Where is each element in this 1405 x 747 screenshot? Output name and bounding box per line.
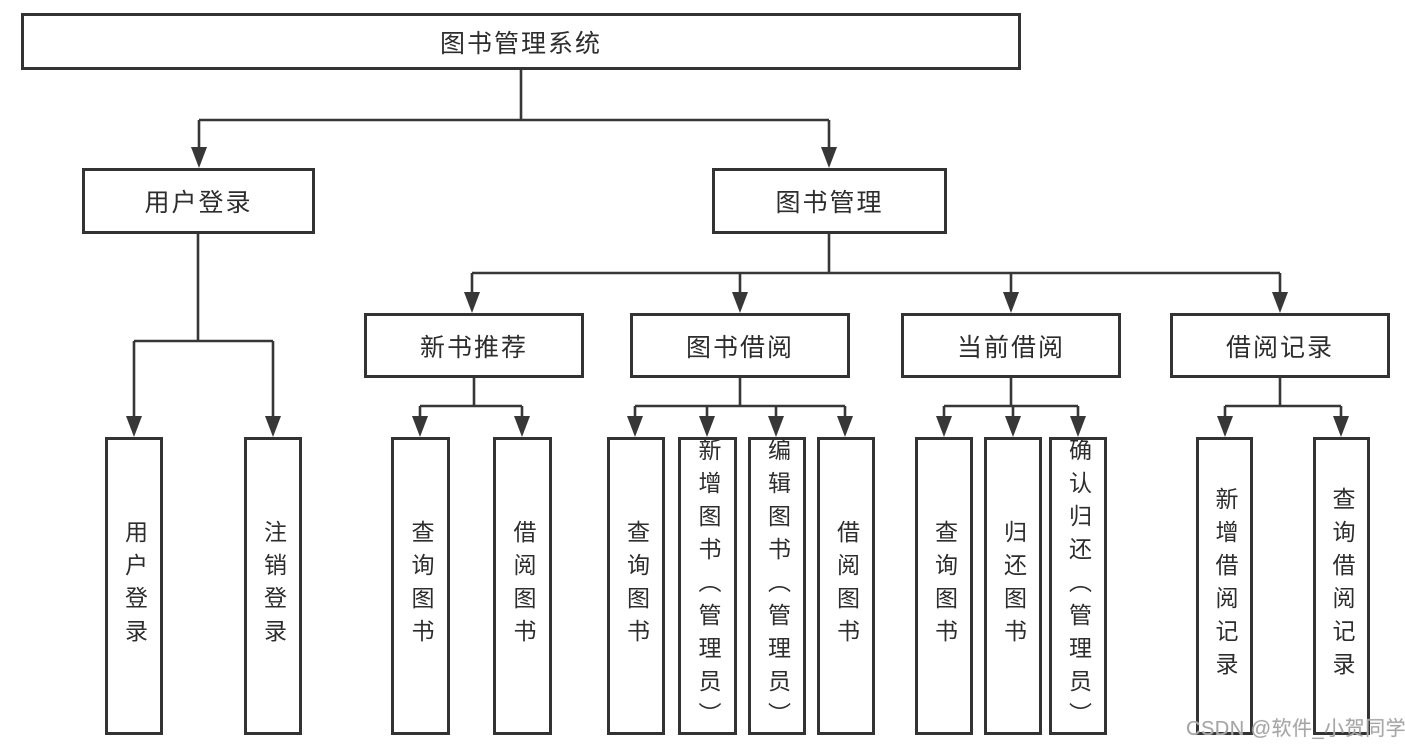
node-leaf-confirm-return: 确认归还（管理员） xyxy=(1049,437,1107,735)
node-leaf-borrow-books-rec-label: 借阅图书 xyxy=(510,520,536,652)
node-leaf-edit-book-admin: 编辑图书（管理员） xyxy=(748,437,806,735)
node-leaf-user-login-label: 用户登录 xyxy=(121,520,148,652)
arrow-down-icon xyxy=(1070,416,1086,437)
connector-from-book-borrowing xyxy=(627,378,853,437)
arrow-down-icon xyxy=(1333,416,1349,437)
node-book-borrowing-label: 图书借阅 xyxy=(685,333,794,362)
node-leaf-query-books-bor-label: 查询图书 xyxy=(623,520,650,652)
arrow-down-icon xyxy=(1217,416,1233,437)
node-leaf-query-books-rec: 查询图书 xyxy=(391,437,450,735)
arrow-down-icon xyxy=(191,147,207,168)
arrow-down-icon xyxy=(821,147,837,168)
node-leaf-add-borrow-rec: 新增借阅记录 xyxy=(1196,437,1253,735)
node-leaf-query-borrow-rec: 查询借阅记录 xyxy=(1313,437,1370,735)
arrow-down-icon xyxy=(412,416,428,437)
node-leaf-borrow-books-bor-label: 借阅图书 xyxy=(833,520,860,652)
arrow-down-icon xyxy=(464,292,480,313)
node-leaf-borrow-books-bor: 借阅图书 xyxy=(817,437,875,735)
node-leaf-query-books-cur: 查询图书 xyxy=(915,437,973,735)
node-leaf-query-borrow-rec-label: 查询借阅记录 xyxy=(1329,487,1355,685)
node-leaf-add-borrow-rec-label: 新增借阅记录 xyxy=(1212,487,1238,685)
arrow-down-icon xyxy=(126,416,142,437)
node-borrow-records-label: 借阅记录 xyxy=(1225,333,1334,362)
node-new-book-recommend: 新书推荐 xyxy=(364,313,584,378)
node-borrow-records: 借阅记录 xyxy=(1170,313,1390,378)
arrow-down-icon xyxy=(627,416,643,437)
node-current-borrowing-label: 当前借阅 xyxy=(956,333,1065,362)
connector-from-new-book-recommend xyxy=(412,378,530,437)
node-new-book-recommend-label: 新书推荐 xyxy=(419,333,528,362)
arrow-down-icon xyxy=(1005,416,1021,437)
node-library-system: 图书管理系统 xyxy=(21,13,1021,70)
node-leaf-add-book-admin: 新增图书（管理员） xyxy=(678,437,737,735)
arrow-down-icon xyxy=(837,416,853,437)
arrow-down-icon xyxy=(699,416,715,437)
node-library-system-label: 图书管理系统 xyxy=(439,29,602,58)
arrow-down-icon xyxy=(1272,292,1288,313)
connector-from-borrow-records xyxy=(1217,378,1349,437)
arrow-down-icon xyxy=(514,416,530,437)
node-user-login-label: 用户登录 xyxy=(144,189,253,217)
connector-from-current-borrowing xyxy=(936,378,1086,437)
arrow-down-icon xyxy=(936,416,952,437)
node-leaf-query-books-cur-label: 查询图书 xyxy=(931,520,958,652)
connector-from-book-management xyxy=(464,234,1288,313)
node-leaf-add-book-admin-label: 新增图书（管理员） xyxy=(695,437,721,735)
node-leaf-borrow-books-rec: 借阅图书 xyxy=(493,437,552,735)
arrow-down-icon xyxy=(732,292,748,313)
connector-from-library-system xyxy=(191,70,837,168)
arrow-down-icon xyxy=(265,416,281,437)
node-leaf-confirm-return-label: 确认归还（管理员） xyxy=(1065,437,1092,735)
watermark-text: CSDN @软件_小贺同学 xyxy=(1186,718,1405,740)
node-book-borrowing: 图书借阅 xyxy=(630,313,850,378)
node-leaf-edit-book-admin-label: 编辑图书（管理员） xyxy=(764,437,791,735)
node-leaf-query-books-bor: 查询图书 xyxy=(607,437,665,735)
node-leaf-return-books-label: 归还图书 xyxy=(1000,520,1027,652)
node-user-login: 用户登录 xyxy=(82,168,315,234)
node-leaf-query-books-rec-label: 查询图书 xyxy=(408,520,434,652)
node-current-borrowing: 当前借阅 xyxy=(901,313,1121,378)
arrow-down-icon xyxy=(768,416,784,437)
arrow-down-icon xyxy=(1003,292,1019,313)
node-book-management: 图书管理 xyxy=(712,168,947,234)
node-leaf-logout: 注销登录 xyxy=(244,437,302,735)
node-book-management-label: 图书管理 xyxy=(775,189,884,217)
node-leaf-user-login: 用户登录 xyxy=(105,437,163,735)
node-leaf-return-books: 归还图书 xyxy=(984,437,1042,735)
connector-from-user-login xyxy=(126,234,281,437)
node-leaf-logout-label: 注销登录 xyxy=(260,520,287,652)
